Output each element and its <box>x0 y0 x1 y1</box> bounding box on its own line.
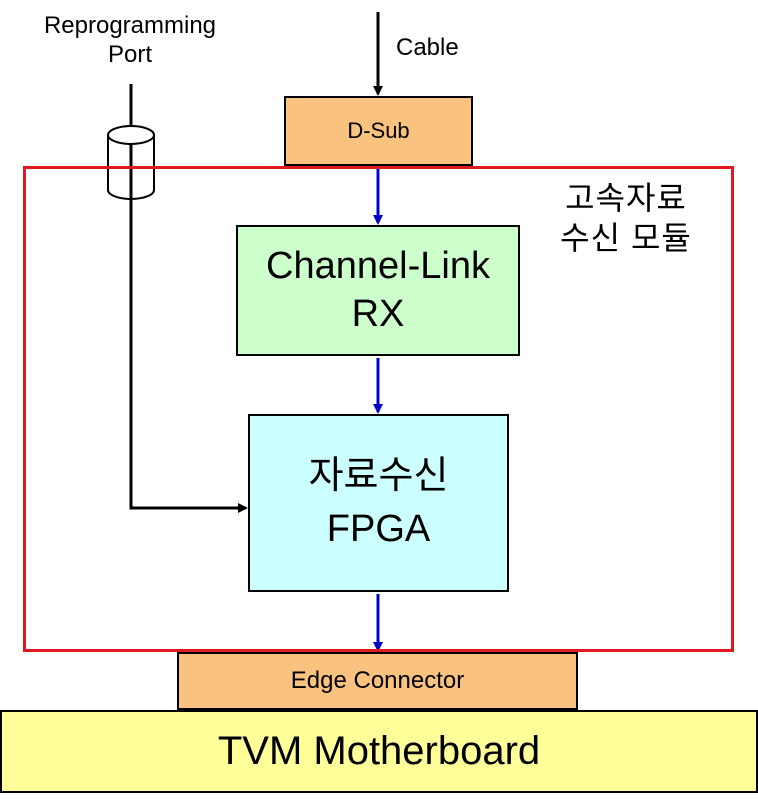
edge-connector-label: Edge Connector <box>290 667 465 694</box>
channel-link-line1: Channel-Link <box>266 245 490 287</box>
reprogramming-port-label: Reprogramming Port <box>20 12 240 70</box>
edge-connector: Edge Connector <box>177 652 578 710</box>
dsub-connector: D-Sub <box>284 96 473 166</box>
module-title-line2: 수신 모듈 <box>560 220 692 256</box>
cable-label: Cable <box>396 34 459 61</box>
channel-link-rx-block: Channel-Link RX <box>236 225 520 356</box>
reprog-wire <box>129 84 248 513</box>
fpga-block: 자료수신 FPGA <box>248 414 509 592</box>
motherboard-label: TVM Motherboard <box>217 729 541 773</box>
module-boundary <box>23 166 734 652</box>
module-title: 고속자료 수신 모듈 <box>541 178 711 258</box>
channel-link-line2: RX <box>351 292 405 335</box>
fpga-line2: FPGA <box>326 508 431 550</box>
dsub-label: D-Sub <box>347 118 410 143</box>
reprog-label-line1: Reprogramming <box>43 12 217 39</box>
module-title-line1: 고속자료 <box>565 180 687 216</box>
reprog-label-line2: Port <box>107 40 152 68</box>
tvm-motherboard: TVM Motherboard <box>0 710 758 793</box>
fpga-line1: 자료수신 <box>308 454 449 497</box>
